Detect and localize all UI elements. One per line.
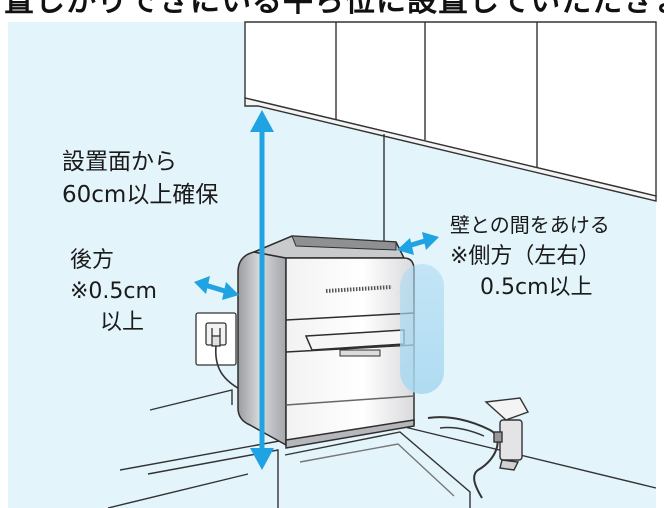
faucet-icon <box>427 397 530 499</box>
side-label-line-3: 0.5cm以上 <box>480 275 593 300</box>
side-clearance-label: 壁との間をあける ※側方（左右） 0.5cm以上 <box>450 210 610 303</box>
back-label-line-3: 以上 <box>100 310 145 335</box>
side-clearance-arrow-icon <box>397 232 439 255</box>
back-label-line-2: ※0.5cm <box>70 279 157 304</box>
height-label-line-1: 設置面から <box>62 149 177 175</box>
height-label-line-2: 60cm以上確保 <box>62 182 219 208</box>
height-clearance-arrow-icon <box>250 110 274 470</box>
side-label-line-1: 壁との間をあける <box>450 213 610 237</box>
side-clearance-zone <box>400 264 444 394</box>
back-label-line-1: 後方 <box>70 248 115 273</box>
height-clearance-label: 設置面から 60cm以上確保 <box>62 146 218 212</box>
cropped-heading: 置しかりできにいる平ら位に設置していたたきま <box>4 0 664 19</box>
side-label-line-2: ※側方（左右） <box>450 244 601 269</box>
wall-cabinets <box>244 21 657 202</box>
back-clearance-label: 後方 ※0.5cm 以上 <box>70 245 157 338</box>
back-clearance-arrow-icon <box>194 276 239 300</box>
